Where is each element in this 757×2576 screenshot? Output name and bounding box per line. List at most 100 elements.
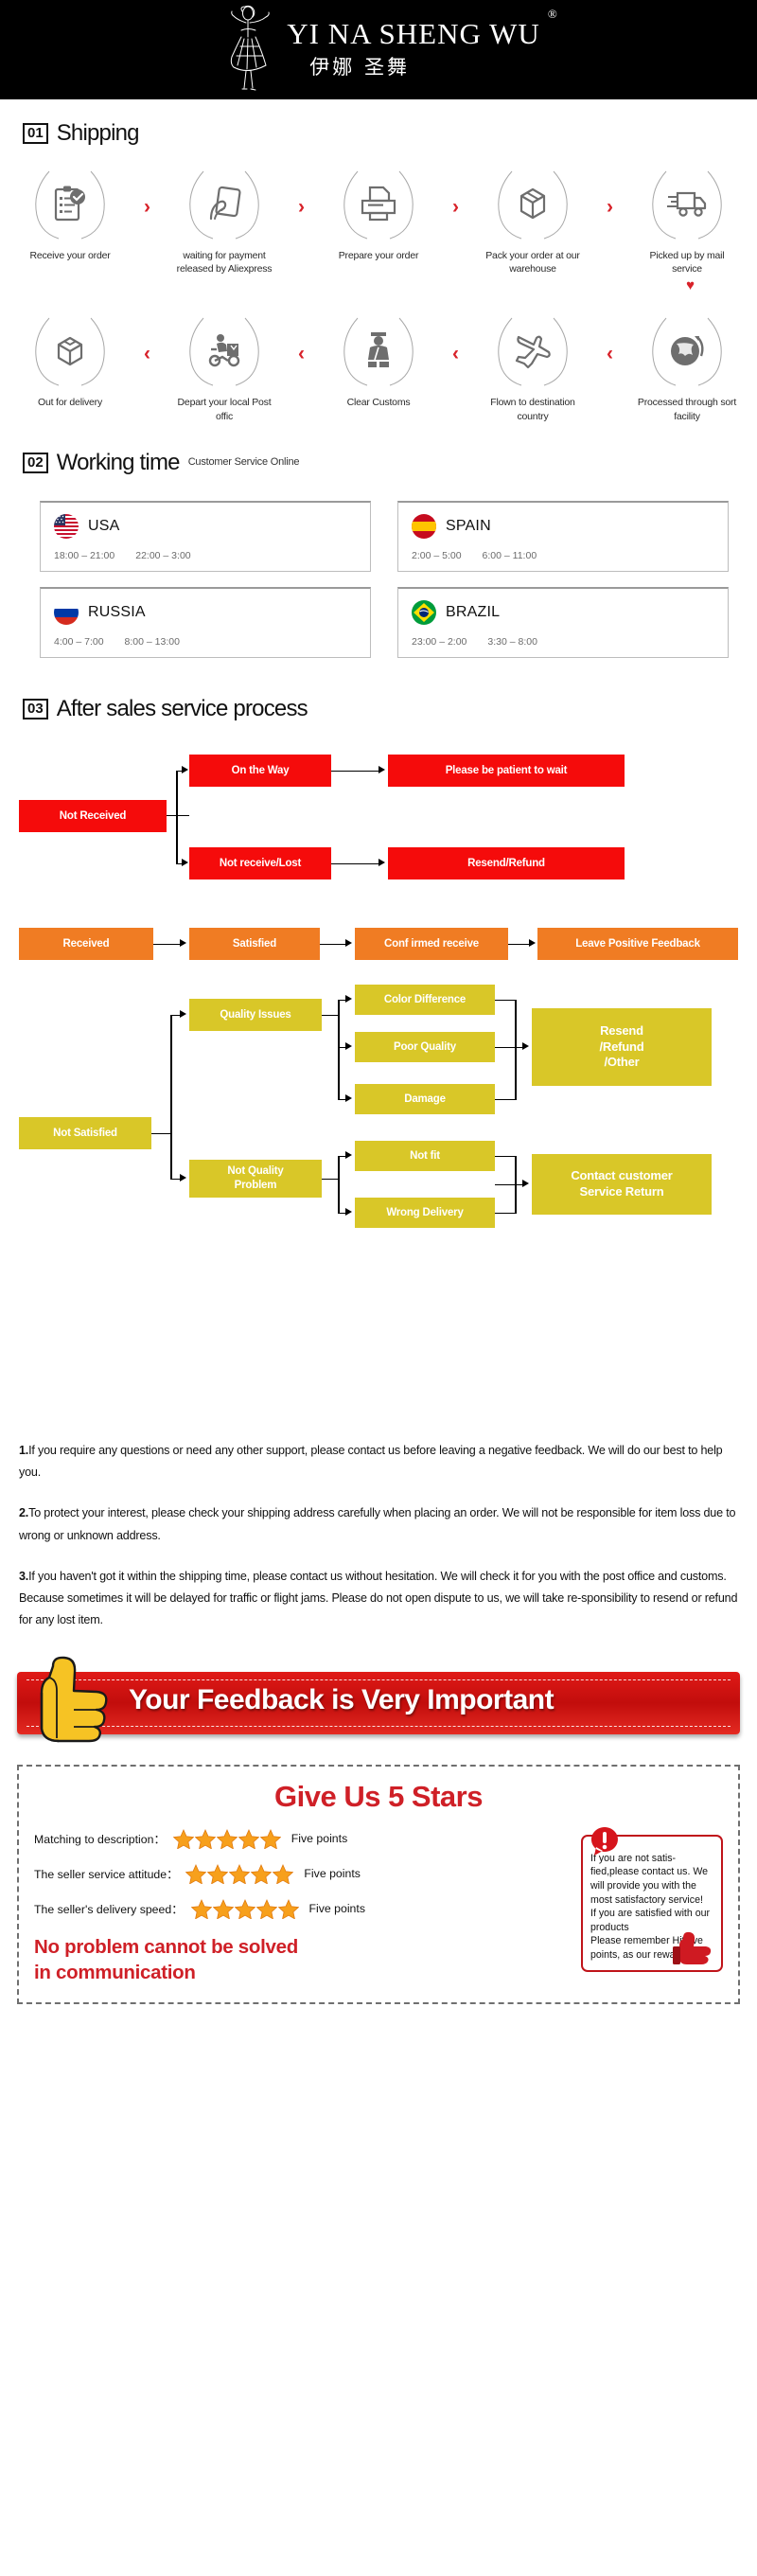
flow-connector xyxy=(495,1046,523,1049)
step-bubble xyxy=(185,311,264,390)
shipping-step: Out for delivery xyxy=(17,311,123,409)
scooter-courier-icon xyxy=(208,334,240,367)
flow-connector xyxy=(495,1183,523,1186)
flow-connector xyxy=(170,1178,182,1181)
stars-body: Matching to description： Five points The… xyxy=(34,1826,723,1985)
bubble-ring xyxy=(343,170,414,240)
flow-node-not-received: Not Received xyxy=(19,799,167,832)
russia-flag-icon xyxy=(54,599,79,625)
note-text: To protect your interest, please check y… xyxy=(19,1506,736,1542)
step-bubble xyxy=(647,311,727,390)
star-rating-row: Matching to description： Five points xyxy=(34,1828,572,1849)
rating-label: Matching to description： xyxy=(34,1833,166,1847)
globe-icon xyxy=(671,336,704,366)
star-icon xyxy=(216,1828,238,1849)
flow-arrowhead xyxy=(180,1174,186,1182)
note-text: If you haven't got it within the shippin… xyxy=(19,1569,738,1627)
airplane-icon xyxy=(515,335,551,369)
registered-mark: ® xyxy=(547,6,557,21)
step-label: Prepare your order xyxy=(338,250,419,261)
time-list: 23:00 – 2:00 3:30 – 8:00 xyxy=(412,636,714,648)
shipping-row-2: Out for delivery ‹ Depart your local Pos… xyxy=(0,293,757,422)
step-bubble xyxy=(185,164,264,243)
flow-node-not-satisfied: Not Satisfied xyxy=(19,1116,151,1149)
note-number: 2. xyxy=(19,1506,29,1520)
flow-node-wrong-delivery: Wrong Delivery xyxy=(355,1197,495,1228)
brazil-flag-icon xyxy=(412,599,436,625)
banner-dash-top xyxy=(26,1679,731,1680)
flow-arrowhead xyxy=(182,859,188,867)
bubble-ring xyxy=(652,170,722,240)
time-slot: 6:00 – 11:00 xyxy=(482,549,537,561)
flow-arrow-back: ‹ xyxy=(144,343,150,365)
time-list: 2:00 – 5:00 6:00 – 11:00 xyxy=(412,550,714,561)
bubble-ring xyxy=(35,318,105,386)
step-label: Receive your order xyxy=(29,250,111,261)
shipping-step: Processed through sort facility xyxy=(634,311,740,422)
flow-connector xyxy=(322,1014,339,1017)
rating-label: The seller's delivery speed： xyxy=(34,1903,184,1917)
bubble-ring xyxy=(35,170,105,240)
star-icon xyxy=(277,1898,299,1919)
flow-arrow-back: ‹ xyxy=(607,343,613,365)
time-slot: 3:30 – 8:00 xyxy=(487,635,537,648)
bubble-ring xyxy=(343,318,414,386)
section-number: 03 xyxy=(23,698,48,720)
star-icon xyxy=(212,1898,234,1919)
after-sales-flowchart: Not Received On the Way Please be patien… xyxy=(0,743,757,1434)
step-bubble xyxy=(339,311,418,390)
spain-flag-icon xyxy=(412,513,436,539)
brand-logo: YI NA SHENG WU ® 伊娜 圣舞 xyxy=(217,5,557,95)
feedback-banner: Your Feedback is Very Important xyxy=(17,1656,740,1744)
section-label: Working time xyxy=(56,449,181,475)
warning-card: If you are not satis-fied,please contact… xyxy=(581,1826,723,1972)
flow-connector xyxy=(176,862,184,865)
star-icon xyxy=(238,1828,259,1849)
flow-connector xyxy=(495,999,516,1002)
time-slot: 8:00 – 13:00 xyxy=(124,635,180,648)
shipping-step: Pack your order at our warehouse xyxy=(480,164,586,275)
brand-name-cn: 伊娜 圣舞 xyxy=(309,56,410,80)
shipping-step: Picked up by mail service xyxy=(634,164,740,275)
time-slot: 4:00 – 7:00 xyxy=(54,635,104,648)
note-item: 1.If you require any questions or need a… xyxy=(19,1440,738,1484)
card-head: USA xyxy=(54,513,357,539)
star-rating-row: The seller service attitude： Five points xyxy=(34,1863,572,1884)
flow-connector xyxy=(170,1014,182,1017)
flow-arrow-back: ‹ xyxy=(452,343,459,365)
flow-node-satisfied: Satisfied xyxy=(189,927,320,960)
shipping-step: Prepare your order xyxy=(326,164,431,262)
working-time-card-russia: RUSSIA 4:00 – 7:00 8:00 – 13:00 xyxy=(40,586,371,658)
box-package-icon xyxy=(519,187,546,220)
step-bubble xyxy=(30,164,110,243)
flow-connector xyxy=(495,1098,516,1101)
thumbs-up-icon xyxy=(673,1931,712,1964)
truck-icon xyxy=(667,191,707,217)
flow-connector xyxy=(331,770,380,773)
shipping-step: Clear Customs xyxy=(326,311,431,409)
flow-connector xyxy=(338,1098,347,1101)
section-number: 01 xyxy=(23,122,48,145)
star-icon xyxy=(207,1863,229,1884)
working-time-grid: USA 18:00 – 21:00 22:00 – 3:00 SPAIN 2:0… xyxy=(0,476,757,658)
note-item: 3.If you haven't got it within the shipp… xyxy=(19,1566,738,1632)
step-label: Picked up by mail service xyxy=(649,250,725,275)
step-label: Processed through sort facility xyxy=(637,397,737,422)
flow-connector xyxy=(338,1046,347,1049)
time-slot: 18:00 – 21:00 xyxy=(54,549,115,561)
flow-connector xyxy=(508,943,531,946)
after-sales-title: 03 After sales service process xyxy=(0,696,757,722)
flow-connector xyxy=(170,1014,172,1179)
working-time-title: 02 Working time Customer Service Online xyxy=(0,450,757,476)
flow-connector xyxy=(495,1212,516,1215)
star-group xyxy=(172,1828,281,1849)
flow-arrowhead xyxy=(522,1042,529,1051)
star-icon xyxy=(251,1863,273,1884)
dancer-figure-icon xyxy=(231,5,270,91)
flow-arrowhead xyxy=(345,939,352,948)
flow-node-color-difference: Color Difference xyxy=(355,984,495,1015)
shipping-step: waiting for payment released by Aliexpre… xyxy=(171,164,277,275)
brand-name-en-text: YI NA SHENG WU xyxy=(287,16,540,50)
heart-row: ♥ xyxy=(0,277,757,293)
step-bubble xyxy=(647,164,727,243)
